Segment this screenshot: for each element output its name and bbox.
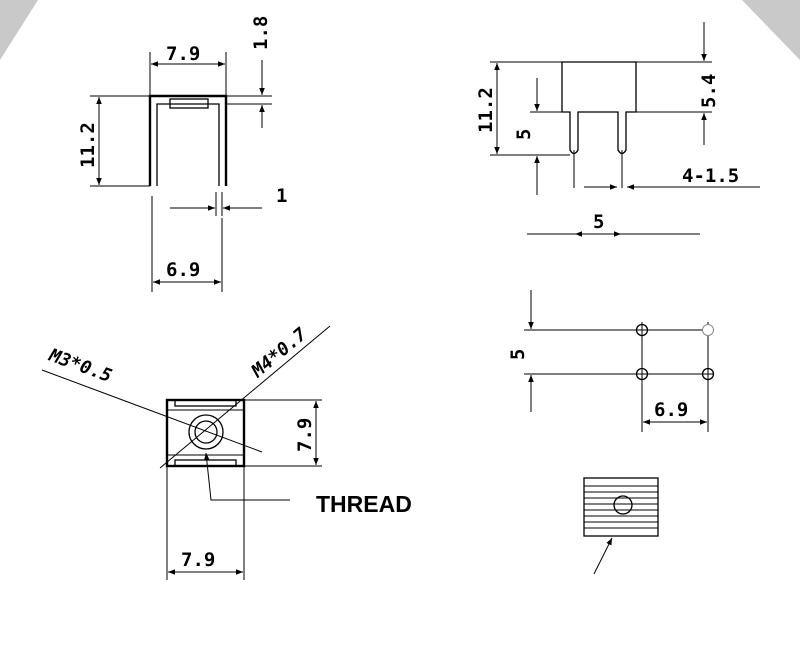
dim-bottom-width: 6.9 [166,259,200,281]
pcb-hole [635,323,649,337]
thread-hole-outer [188,414,224,450]
terminal-top-plate [169,98,209,109]
dim-leg-spec: 4-1.5 [682,165,739,187]
thread-illustration-hole [613,495,633,515]
dim-leg-spacing: 5 [593,211,604,233]
label-m4: M4*0.7 [247,324,311,383]
thread-hole-inner [194,420,218,444]
leader-m3 [41,369,263,453]
corner-decoration-top-left [0,0,38,60]
thread-illustration [583,477,659,575]
label-thread: THREAD [316,491,412,517]
terminal-inner-outline [156,103,220,186]
dim-top-height: 1.8 [250,16,272,50]
dim-right-height: 5.4 [698,74,720,108]
pcb-hole [701,367,715,381]
top-left-view: 7.9 1.8 11.2 1 6.9 [77,16,287,292]
terminal-side-outline [561,61,637,155]
dim-left-height: 11.2 [475,87,497,133]
dim-bottom: 7.9 [181,549,215,571]
body-notch [174,399,237,407]
dim-leg-length: 5 [513,129,535,140]
thread-block [583,477,659,537]
leader-thread [203,452,290,501]
dim-thickness: 1 [276,185,287,207]
dim-right: 7.9 [294,418,316,452]
dim-top-width: 7.9 [166,43,200,65]
leader-m4 [159,325,331,469]
dim-bottom: 6.9 [654,399,688,421]
terminal-outer-outline [148,94,228,186]
top-right-view: 11.2 5 5.4 4-1.5 5 [475,22,760,237]
bottom-right-view: 5 6.9 [507,290,715,575]
label-m3: M3*0.5 [45,345,114,387]
corner-decoration-top-right [742,0,800,60]
dim-left: 5 [507,349,529,360]
pcb-hole [702,324,714,336]
thread-illustration-arrow [593,537,613,575]
bottom-left-view: M3*0.5 M4*0.7 7.9 THREAD 7.9 [41,324,412,580]
dim-left-height: 11.2 [77,122,99,168]
pcb-hole [635,367,649,381]
